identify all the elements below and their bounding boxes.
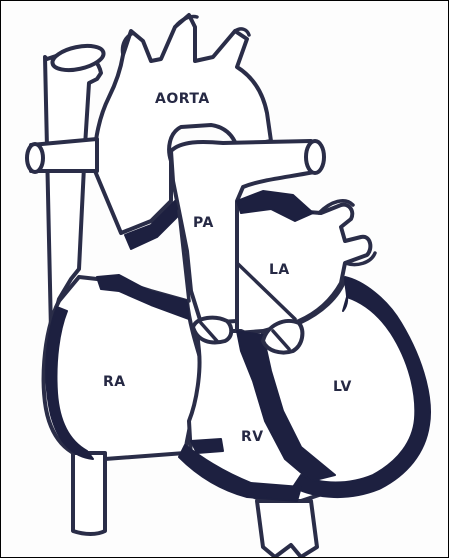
ra-label: RA: [103, 374, 126, 390]
pa-label: PA: [193, 215, 214, 231]
inferior-vena-cava: [73, 453, 105, 534]
aorta-label: AORTA: [155, 91, 210, 107]
pulmonary-valve: [193, 318, 231, 343]
side-vessel-opening: [27, 144, 43, 172]
rv-label: RV: [241, 429, 264, 445]
rv-inner-wall: [191, 439, 223, 453]
la-label: LA: [269, 262, 290, 278]
lv-label: LV: [333, 379, 352, 395]
pulmonary-artery-opening: [306, 141, 324, 173]
descending-aorta: [257, 501, 317, 557]
